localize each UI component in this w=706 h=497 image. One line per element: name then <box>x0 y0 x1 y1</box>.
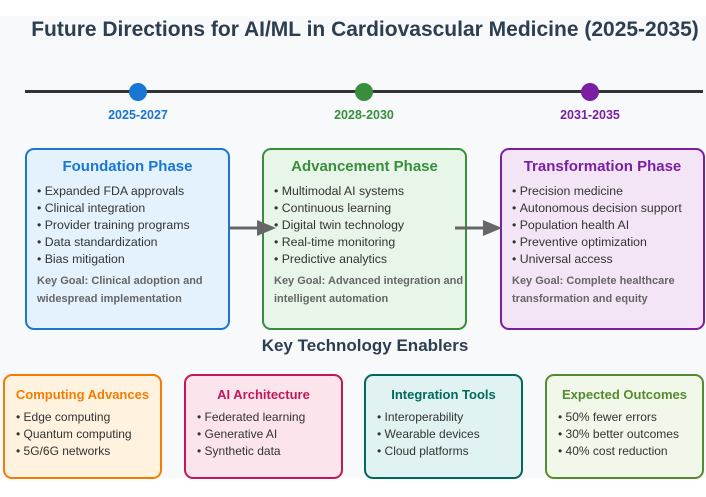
phase-item: Expanded FDA approvals <box>37 183 190 200</box>
diagram-title: Future Directions for AI/ML in Cardiovas… <box>31 18 699 41</box>
phase-key-goal: Key Goal: Advanced integration and intel… <box>274 273 479 308</box>
enabler-item: 40% cost reduction <box>558 443 679 460</box>
phase-title: Transformation Phase <box>523 158 682 175</box>
enabler-item-list: 50% fewer errors 30% better outcomes 40%… <box>558 409 679 460</box>
enabler-box-expected-outcomes: Expected Outcomes 50% fewer errors 30% b… <box>545 374 704 479</box>
enabler-title: Integration Tools <box>391 387 496 402</box>
phase-box-advancement: Advancement Phase Multimodal AI systems … <box>262 148 467 330</box>
enabler-item-list: Federated learning Generative AI Synthet… <box>197 409 306 460</box>
phase-item: Preventive optimization <box>512 234 682 251</box>
enabler-title: Expected Outcomes <box>562 387 687 402</box>
enabler-item-list: Edge computing Quantum computing 5G/6G n… <box>16 409 132 460</box>
phase-title: Advancement Phase <box>291 158 438 175</box>
key-goal-line-2: intelligent automation <box>274 292 389 305</box>
phase-item: Clinical integration <box>37 200 190 217</box>
section-title-enablers: Key Technology Enablers <box>261 336 469 355</box>
key-goal-line-1: Key Goal: Complete healthcare <box>512 275 675 287</box>
enabler-item: Edge computing <box>16 409 132 426</box>
enabler-title: Computing Advances <box>15 387 150 402</box>
enabler-item-list: Interoperability Wearable devices Cloud … <box>377 409 480 460</box>
phase-item: Population health AI <box>512 217 682 234</box>
enabler-box-integration-tools: Integration Tools Interoperability Weara… <box>364 374 523 479</box>
phase-item: Autonomous decision support <box>512 200 682 217</box>
key-goal-line-1: Key Goal: Clinical adoption and <box>37 275 203 287</box>
arrow-right-icon <box>455 220 502 236</box>
enabler-item: 30% better outcomes <box>558 426 679 443</box>
phase-box-transformation: Transformation Phase Precision medicine … <box>500 148 705 330</box>
key-goal-line-1: Key Goal: Advanced integration and <box>274 275 464 287</box>
phase-key-goal: Key Goal: Clinical adoption and widespre… <box>37 273 242 308</box>
enabler-item: Quantum computing <box>16 426 132 443</box>
enabler-box-ai-architecture: AI Architecture Federated learning Gener… <box>184 374 343 479</box>
key-goal-line-2: transformation and equity <box>512 292 648 305</box>
arrow-head <box>257 220 276 236</box>
enabler-item: Interoperability <box>377 409 480 426</box>
enabler-item: Generative AI <box>197 426 305 443</box>
phase-title: Foundation Phase <box>62 158 193 175</box>
timeline-marker-3 <box>581 83 599 101</box>
phase-item: Precision medicine <box>512 183 682 200</box>
enabler-item: Federated learning <box>197 409 306 426</box>
phase-item: Digital twin technology <box>274 217 404 234</box>
enabler-item: 5G/6G networks <box>16 443 132 460</box>
enabler-item: 50% fewer errors <box>558 409 679 426</box>
phase-item: Predictive analytics <box>274 251 404 268</box>
phase-item-list: Multimodal AI systems Continuous learnin… <box>274 183 404 268</box>
enabler-item: Synthetic data <box>197 443 305 460</box>
phase-item-list: Expanded FDA approvals Clinical integrat… <box>37 183 190 268</box>
timeline-label-2: 2028-2030 <box>334 108 394 122</box>
timeline-label-3: 2031-2035 <box>560 108 620 122</box>
phase-key-goal: Key Goal: Complete healthcare transforma… <box>512 273 706 308</box>
phase-item: Universal access <box>512 251 682 268</box>
phase-item: Data standardization <box>37 234 190 251</box>
phase-item: Multimodal AI systems <box>274 183 404 200</box>
timeline-marker-2 <box>355 83 373 101</box>
phase-item: Provider training programs <box>37 217 190 234</box>
enabler-box-computing: Computing Advances Edge computing Quantu… <box>3 374 162 479</box>
enabler-item: Wearable devices <box>377 426 480 443</box>
arrow-head <box>483 220 502 236</box>
phase-item: Real-time monitoring <box>274 234 404 251</box>
timeline-label-1: 2025-2027 <box>108 108 168 122</box>
timeline-marker-1 <box>129 83 147 101</box>
key-goal-line-2: widespread implementation <box>37 292 182 305</box>
phase-item-list: Precision medicine Autonomous decision s… <box>512 183 682 268</box>
phase-item: Continuous learning <box>274 200 404 217</box>
phase-item: Bias mitigation <box>37 251 190 268</box>
enabler-title: AI Architecture <box>217 387 310 402</box>
phase-box-foundation: Foundation Phase Expanded FDA approvals … <box>25 148 230 330</box>
arrow-right-icon <box>229 220 276 236</box>
enabler-item: Cloud platforms <box>377 443 480 460</box>
